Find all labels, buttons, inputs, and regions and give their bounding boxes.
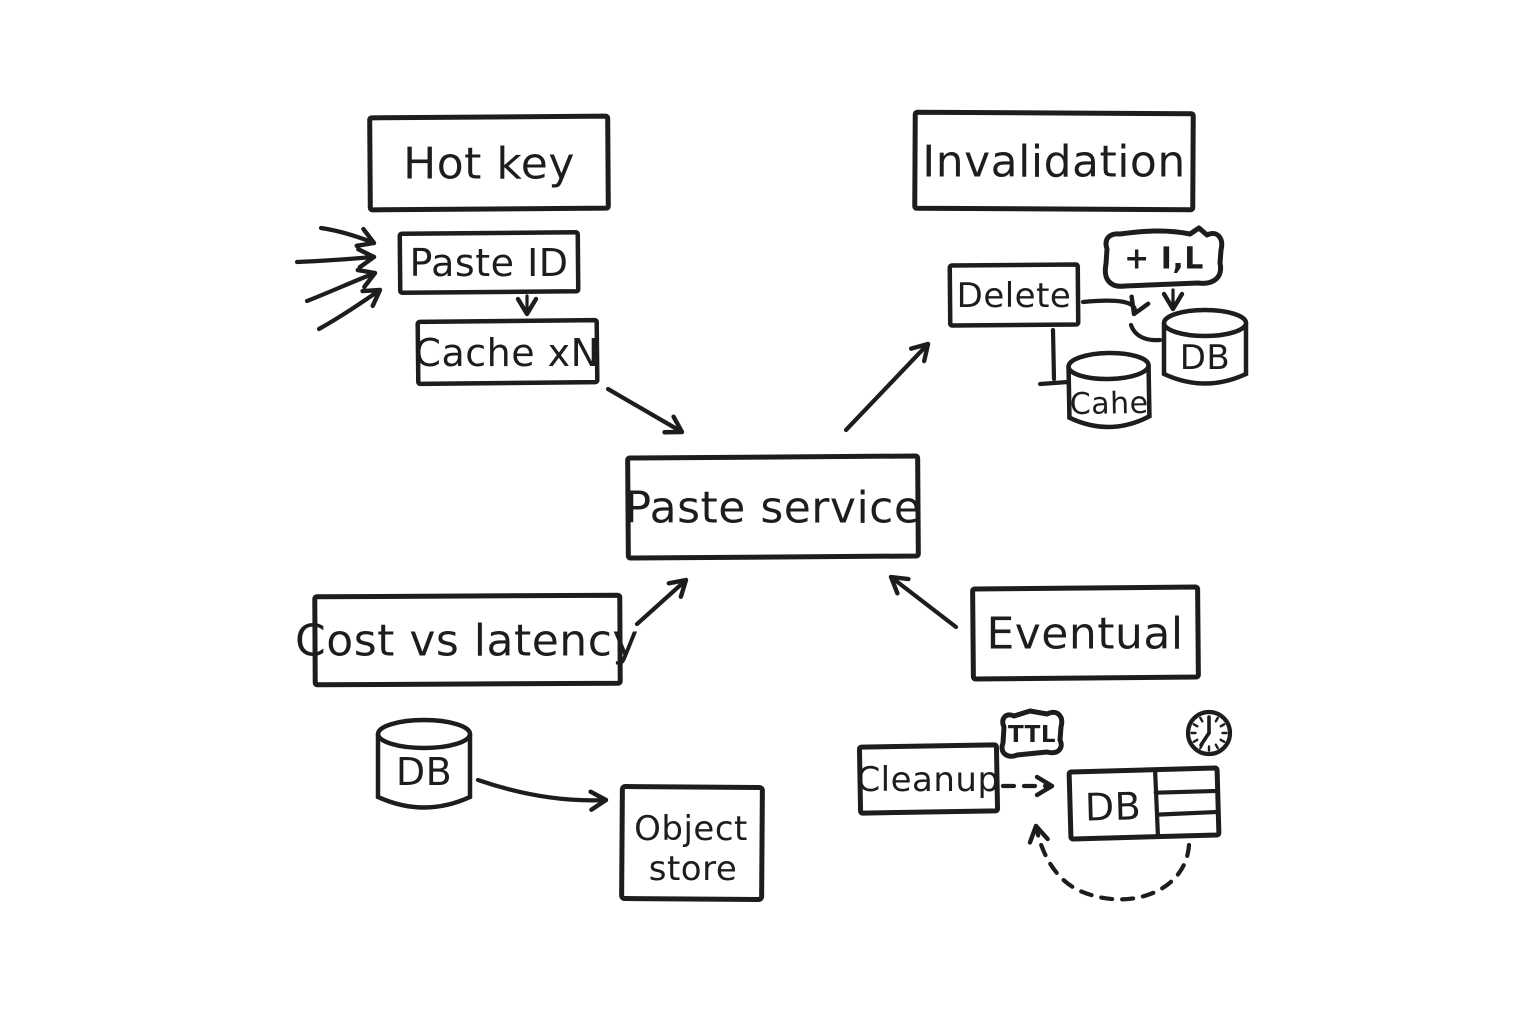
invalidation-db-cylinder: DB xyxy=(1161,307,1249,386)
ttl-db-row-divider-2 xyxy=(1155,809,1221,817)
cache-xn-box xyxy=(415,317,600,387)
line-delete-to-cache xyxy=(1050,327,1057,382)
ttl-note-label: TTL xyxy=(1008,722,1056,748)
cost-vs-latency-box xyxy=(312,592,623,688)
arrow-eventual-to-paste-service xyxy=(888,574,959,630)
object-store-label-line2: store xyxy=(649,849,738,889)
invalidation-group: Invalidation + I,L Delete Cahe DB xyxy=(912,109,1249,430)
hot-key-group: Hot key Paste ID Cache xN xyxy=(294,113,611,387)
cleanup-box xyxy=(856,742,1001,816)
cost-vs-latency-label: Cost vs latency xyxy=(295,616,639,667)
ttl-db-box xyxy=(1066,765,1222,842)
incoming-request-arrow-1 xyxy=(318,225,377,248)
clock-icon xyxy=(1185,709,1233,757)
line-delete-to-cache-endcap xyxy=(1037,379,1071,387)
invalidation-db-label: DB xyxy=(1180,338,1231,378)
object-store-box xyxy=(619,784,765,902)
connector-delete-to-db xyxy=(1080,294,1151,317)
connector-delete-to-db-tail xyxy=(1128,322,1163,343)
paste-service-group: Paste service xyxy=(605,341,959,630)
cleanup-label: Cleanup xyxy=(856,760,999,800)
object-store-box-group: Object store xyxy=(619,784,765,902)
paste-id-label: Paste ID xyxy=(409,241,568,285)
invalidation-label: Invalidation xyxy=(922,137,1186,188)
invalidation-cache-cylinder: Cahe xyxy=(1066,350,1152,430)
cost-db-label: DB xyxy=(396,750,452,794)
hot-key-label: Hot key xyxy=(403,139,575,190)
incoming-request-arrow-2 xyxy=(294,247,377,270)
invalidation-box xyxy=(912,109,1196,213)
hot-key-box xyxy=(367,113,611,213)
ttl-db-row-divider-1 xyxy=(1153,788,1220,795)
eventual-group: Eventual TTL Cleanup xyxy=(856,584,1233,902)
eventual-box xyxy=(970,584,1201,682)
il-note-label: + I,L xyxy=(1124,242,1204,277)
arrow-cache-to-paste-service xyxy=(605,386,685,435)
incoming-request-arrow-3 xyxy=(304,267,378,304)
paste-service-box xyxy=(625,453,921,561)
ttl-db-column-divider xyxy=(1153,768,1160,837)
cache-xn-label: Cache xN xyxy=(414,331,599,375)
paste-id-box xyxy=(397,229,581,296)
clock-hour-hand xyxy=(1199,731,1211,747)
ttl-db-table: DB xyxy=(1066,765,1222,842)
cost-vs-latency-group: Cost vs latency DB Object store xyxy=(295,592,765,902)
arrow-cost-to-paste-service xyxy=(634,577,689,627)
object-store-label-line1: Object xyxy=(634,809,748,849)
dashed-loop-arrow xyxy=(1027,823,1192,902)
eventual-label: Eventual xyxy=(986,609,1183,660)
ttl-note-bubble xyxy=(999,708,1065,759)
incoming-request-arrow-4 xyxy=(316,287,383,332)
delete-box xyxy=(947,262,1081,328)
paste-service-label: Paste service xyxy=(625,483,922,534)
ttl-db-label: DB xyxy=(1084,784,1142,830)
cost-db-cylinder: DB xyxy=(375,717,473,810)
arrow-db-to-object-store xyxy=(475,777,609,812)
delete-label: Delete xyxy=(957,276,1072,316)
il-note-bubble xyxy=(1102,225,1225,289)
arrow-paste-service-to-delete xyxy=(843,341,931,433)
invalidation-cache-label: Cahe xyxy=(1070,386,1149,422)
